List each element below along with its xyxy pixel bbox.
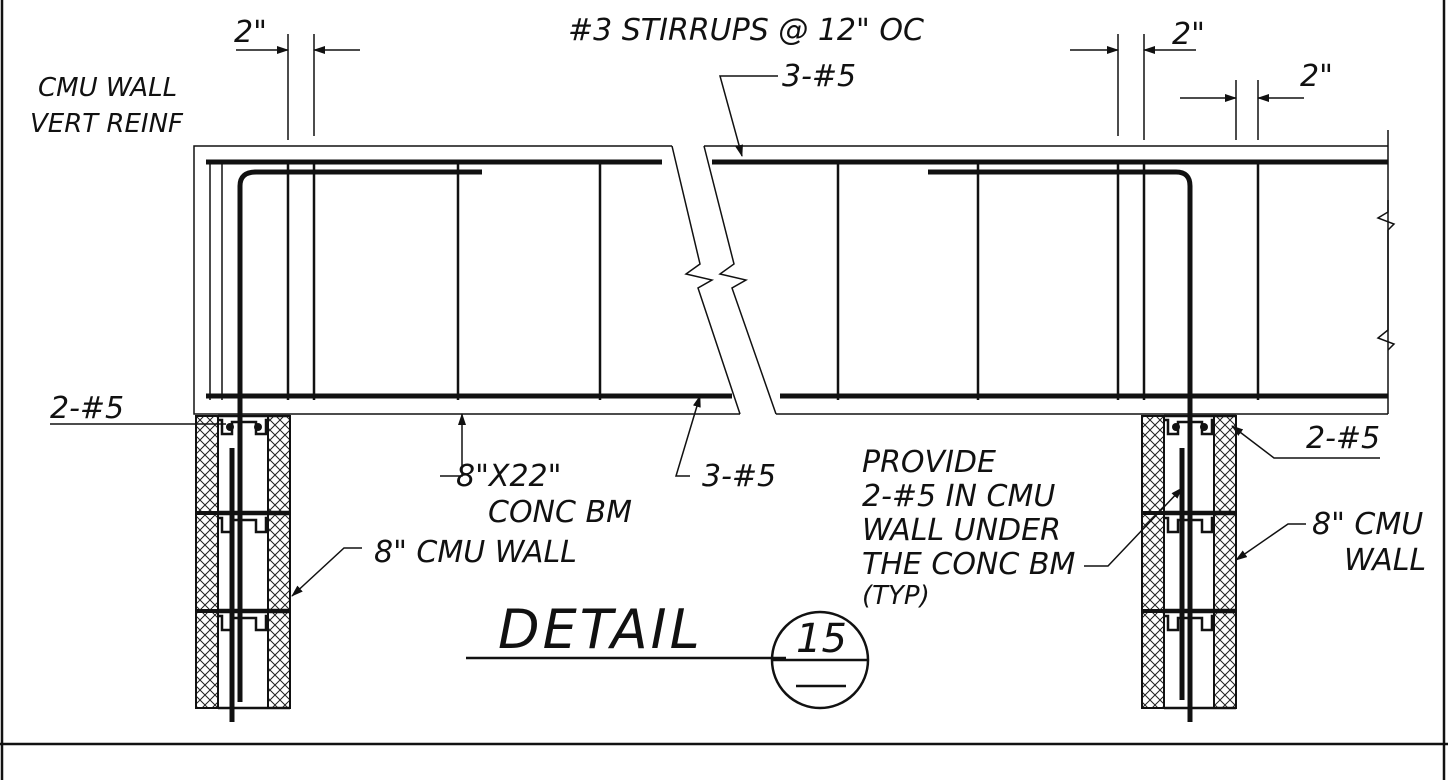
dim-label-right-top: 2" [1172,17,1205,52]
hooked-dowel-bars [237,169,1193,410]
stirrups-label: #3 STIRRUPS @ 12" OC [568,13,924,48]
left-bars-label: 2-#5 [50,391,124,426]
provide-note-line3: WALL UNDER [862,513,1061,548]
top-bars-label: 3-#5 [782,59,856,94]
left-wall-label: 8" CMU WALL [374,535,577,570]
dim-label-right-lower: 2" [1300,59,1333,94]
right-bars-label: 2-#5 [1306,421,1380,456]
provide-note-line2: 2-#5 IN CMU [862,479,1055,514]
bottom-bars-label: 3-#5 [702,459,776,494]
stirrups [286,160,1260,400]
provide-note-line5: (TYP) [862,581,930,611]
leader-lines [50,75,1380,597]
right-break-symbol [1376,200,1396,351]
cmu-wall-vert-reinf-line2: VERT REINF [30,109,184,139]
beam-label-line2: CONC BM [488,495,632,530]
dimension-lines [236,34,1304,140]
provide-note-line1: PROVIDE [862,445,996,480]
left-cmu-wall [195,410,291,722]
provide-note-line4: THE CONC BM [862,547,1075,582]
cmu-wall-vert-reinf-line1: CMU WALL [38,73,177,103]
break-line [671,145,777,415]
dim-label-left: 2" [234,15,267,50]
detail-number: 15 [796,616,847,662]
right-wall-label-line1: 8" CMU [1312,507,1423,542]
detail-title: DETAIL [498,598,703,661]
right-wall-label-line2: WALL [1344,543,1426,578]
detail-callout [466,610,870,710]
beam-label-line1: 8"X22" [456,459,561,494]
right-cmu-wall [1141,410,1237,722]
concrete-beam [193,130,1389,415]
